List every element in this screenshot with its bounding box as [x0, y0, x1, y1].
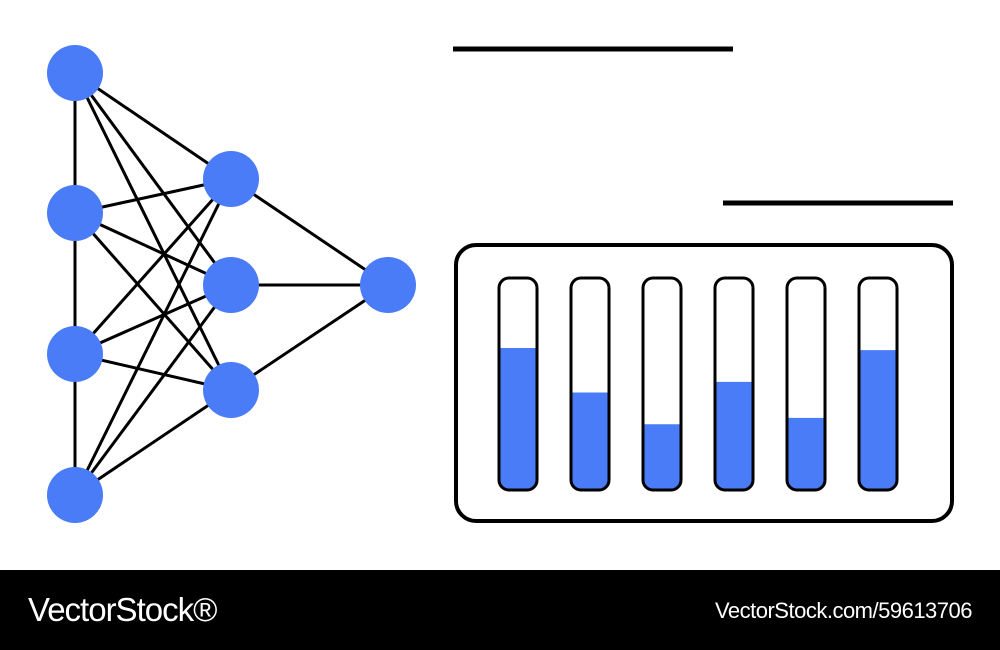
bar-track — [497, 276, 539, 492]
input-node — [47, 326, 103, 382]
network-edge — [73, 212, 233, 391]
output-node — [360, 257, 416, 313]
illustration-canvas — [47, 45, 954, 523]
network-edge — [73, 72, 233, 286]
network-edge — [230, 177, 389, 287]
network-edge — [74, 211, 232, 287]
bar-fill — [571, 392, 609, 490]
network-edge — [74, 71, 232, 181]
input-node — [47, 467, 103, 523]
network-edge — [73, 72, 233, 391]
network-nodes — [47, 45, 416, 523]
bar-track — [641, 276, 683, 492]
network-edge — [73, 178, 233, 496]
bar-fill — [643, 424, 681, 490]
hidden-node — [203, 257, 259, 313]
footer-logo: VectorStock® — [28, 591, 217, 628]
network-edge — [74, 388, 232, 497]
bar-fill — [787, 417, 825, 490]
network-edge — [73, 284, 233, 496]
bar-fill — [859, 350, 897, 490]
bar-fill — [499, 347, 537, 490]
bar-track — [857, 276, 899, 492]
bar-track — [569, 276, 611, 492]
hidden-node — [203, 151, 259, 207]
input-node — [47, 45, 103, 101]
input-node — [47, 185, 103, 241]
bar-track — [713, 276, 755, 492]
equalizer-panel-frame — [454, 243, 954, 523]
network-edge — [73, 178, 233, 355]
hidden-node — [203, 362, 259, 418]
footer-image-id: VectorStock.com/59613706 — [714, 598, 973, 623]
bar-track — [785, 276, 827, 492]
equalizer-bars — [497, 276, 899, 492]
bar-fill — [715, 381, 753, 490]
network-edge — [230, 283, 389, 392]
network-edge — [74, 283, 232, 356]
footer-bar: VectorStock® VectorStock.com/59613706 — [0, 570, 1000, 650]
